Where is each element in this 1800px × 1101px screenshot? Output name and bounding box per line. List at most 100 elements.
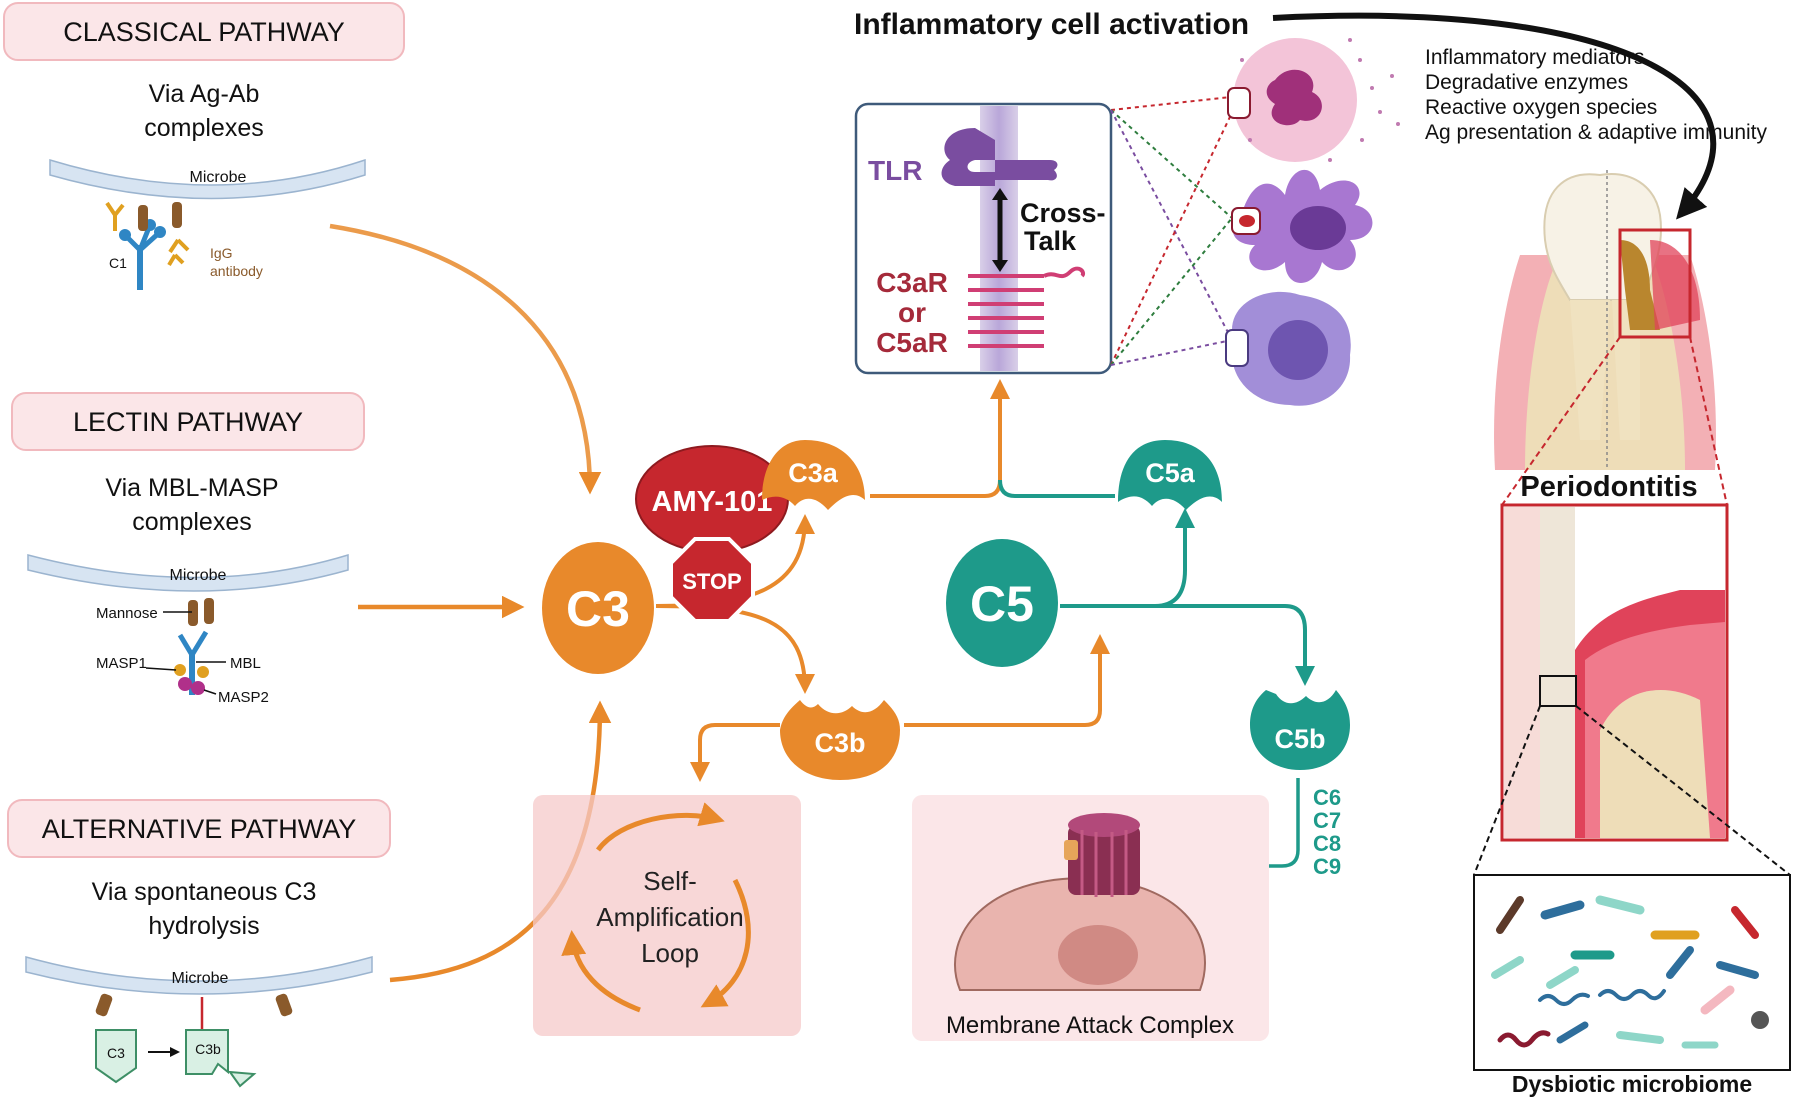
microbiome-panel	[1473, 874, 1791, 1071]
c5-to-c5b-arrow	[1060, 604, 1315, 686]
c5-node	[946, 539, 1058, 667]
effect-3: Reactive oxygen species	[1425, 96, 1657, 119]
c5-to-c5a-arrow	[1060, 508, 1195, 608]
c3a-label: C3a	[788, 458, 839, 488]
classical-via-line1: Via Ag-Ab	[149, 80, 260, 108]
c3-label: C3	[566, 581, 630, 637]
lectin-title: LECTIN PATHWAY	[73, 407, 303, 437]
c3a-fragment	[762, 440, 865, 510]
receptor-label-line2: or	[898, 297, 926, 328]
activation-arrow	[1272, 12, 1716, 220]
mac-pore-icon	[1064, 813, 1140, 897]
lectin-title-box	[11, 392, 365, 451]
microbe-receptor	[275, 993, 293, 1017]
loop-label-line1: Self-	[643, 866, 696, 896]
c3b-label: C3b	[814, 728, 865, 758]
igg-label-line2: antibody	[210, 263, 263, 279]
alternative-title-box	[7, 799, 391, 858]
target-cell-nucleus	[1058, 925, 1138, 985]
mac-label: Membrane Attack Complex	[946, 1012, 1234, 1039]
crosstalk-label-line1: Cross-	[1020, 198, 1106, 228]
microbe-membrane	[25, 956, 373, 995]
microbiome-label: Dysbiotic microbiome	[1512, 1071, 1752, 1097]
microbe-membrane	[27, 553, 349, 592]
c3b-fragment	[780, 700, 900, 780]
tlr-label: TLR	[868, 155, 922, 186]
c5-label: C5	[970, 576, 1034, 632]
classical-to-c3-arrow	[329, 223, 602, 495]
c9-label: C9	[1313, 854, 1341, 879]
periodontitis-label: Periodontitis	[1520, 471, 1697, 503]
receptor-label-line3: C5aR	[876, 327, 948, 358]
c5b-label: C5b	[1274, 724, 1325, 754]
alternative-via-line2: hydrolysis	[148, 912, 259, 940]
c3-shape	[95, 1029, 137, 1084]
masp2-pointer	[203, 689, 217, 695]
zoom-line-left	[1501, 336, 1621, 506]
c3ar-c5ar-receptor-icon	[968, 266, 1085, 348]
loop-arrow-right	[700, 878, 751, 1008]
lectin-via-line1: Via MBL-MASP	[105, 474, 278, 502]
loop-arrow-bottom	[561, 930, 641, 1013]
lectin-via-line2: complexes	[132, 508, 252, 536]
classical-title-box	[3, 2, 405, 61]
classical-pathway: CLASSICAL PATHWAY Via Ag-Ab complexes Mi…	[3, 2, 405, 290]
microbiome-zoom-line-left	[1473, 705, 1541, 876]
c8-label: C8	[1313, 831, 1341, 856]
loop-label-line3: Loop	[641, 938, 699, 968]
c5a-label: C5a	[1145, 458, 1196, 488]
receptor-to-cell-connectors	[1110, 95, 1241, 366]
receptor-label-line1: C3aR	[876, 267, 948, 298]
microbe-label: Microbe	[190, 169, 247, 186]
c5b-fragment	[1250, 690, 1350, 770]
alternative-title: ALTERNATIVE PATHWAY	[42, 814, 357, 844]
mbl-label: MBL	[230, 655, 261, 672]
c3a-fragment	[227, 1070, 257, 1088]
crosstalk-label-line2: Talk	[1024, 226, 1077, 256]
c5a-fragment	[1118, 440, 1222, 510]
dendritic-cell-icon	[1231, 169, 1373, 283]
loop-arrow-top	[595, 802, 725, 852]
effect-1: Inflammatory mediators	[1425, 46, 1644, 69]
c5a-to-receptor-line	[998, 479, 1115, 498]
mbl-masp-complex-icon	[174, 598, 214, 695]
mannose-label: Mannose	[96, 605, 158, 622]
tooth-illustration	[1494, 170, 1716, 470]
c3b-shape	[185, 1029, 229, 1075]
c3b-alt-label: C3b	[195, 1041, 221, 1057]
effect-2: Degradative enzymes	[1425, 71, 1628, 94]
stop-sign-icon	[669, 537, 755, 623]
c3a-to-receptor-arrow	[870, 379, 1010, 498]
c1-complex-icon	[105, 201, 190, 290]
effect-4: Ag presentation & adaptive immunity	[1425, 121, 1768, 144]
crosstalk-arrow-head-up	[992, 188, 1008, 200]
alternative-via-line1: Via spontaneous C3	[92, 878, 317, 906]
c1-label: C1	[109, 255, 127, 271]
amy101-label: AMY-101	[652, 486, 773, 518]
crosstalk-arrow-head-down	[992, 260, 1008, 272]
classical-via-line2: complexes	[144, 114, 264, 142]
inflammation-title: Inflammatory cell activation	[854, 8, 1249, 41]
c7-label: C7	[1313, 808, 1341, 833]
masp2-label: MASP2	[218, 689, 269, 706]
zoom-frame	[1618, 228, 1692, 339]
c3-alt-label: C3	[107, 1045, 125, 1061]
lectin-pathway: LECTIN PATHWAY Via MBL-MASP complexes Mi…	[11, 392, 365, 706]
microbe-label: Microbe	[170, 567, 227, 584]
masp1-pointer	[145, 667, 177, 671]
loop-label-line2: Amplification	[596, 902, 743, 932]
c5b-to-mac-arrow	[1238, 778, 1300, 875]
c3-node	[542, 542, 654, 674]
c3b-to-c5-arrow	[904, 634, 1110, 727]
tlr-receptor-icon	[941, 128, 1058, 186]
c6-label: C6	[1313, 785, 1341, 810]
neutrophil-icon	[1227, 38, 1400, 162]
gingival-pocket-zoom	[1500, 503, 1729, 842]
c3b-to-loop-arrow	[690, 723, 780, 782]
microbiome-zoom-line-right	[1575, 705, 1791, 876]
alternative-pathway: ALTERNATIVE PATHWAY Via spontaneous C3 h…	[7, 799, 391, 1088]
classical-title: CLASSICAL PATHWAY	[63, 17, 345, 47]
zoom-line-right	[1689, 336, 1728, 506]
masp1-label: MASP1	[96, 655, 147, 672]
